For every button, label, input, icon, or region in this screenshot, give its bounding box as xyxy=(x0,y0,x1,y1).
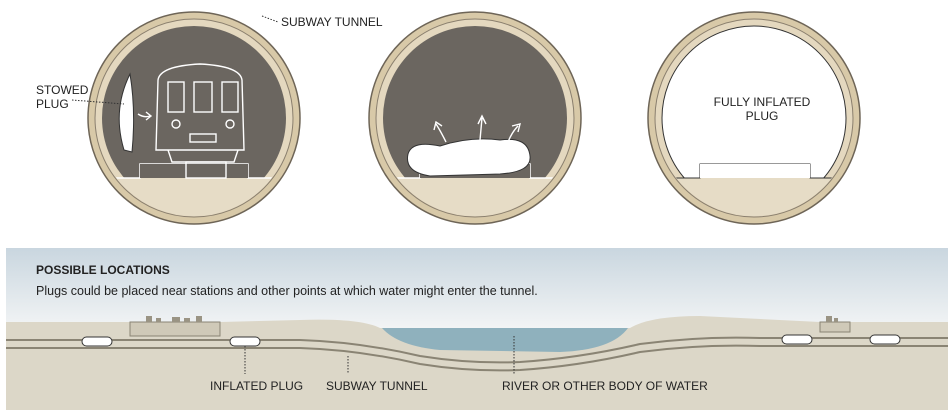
stowed-plug xyxy=(118,72,135,153)
inflating-plug xyxy=(406,138,531,177)
tunnel-cross-section-inflated xyxy=(647,11,861,225)
section-heading: POSSIBLE LOCATIONS xyxy=(36,263,170,277)
tunnel-cross-section-stowed xyxy=(71,11,301,225)
possible-locations-panel xyxy=(6,248,948,410)
subway-tunnel-top-label: SUBWAY TUNNEL xyxy=(281,15,383,29)
inflation-arrows-icon xyxy=(433,114,521,143)
inflated-plug-markers xyxy=(81,334,901,347)
subway-tunnel-profile xyxy=(6,336,948,364)
river xyxy=(382,328,628,352)
river-callout: RIVER OR OTHER BODY OF WATER xyxy=(502,379,708,393)
tunnel-cross-section-inflating xyxy=(368,11,582,225)
deploy-arrow-icon xyxy=(137,111,153,121)
inflated-plug-callout: INFLATED PLUG xyxy=(210,379,303,393)
fully-inflated-label-line1: FULLY INFLATED xyxy=(714,95,811,109)
subway-car xyxy=(155,63,245,179)
stowed-plug-label-line2: PLUG xyxy=(36,97,69,111)
subway-tunnel-callout: SUBWAY TUNNEL xyxy=(326,379,428,393)
fully-inflated-label-line2: PLUG xyxy=(746,109,779,123)
section-body: Plugs could be placed near stations and … xyxy=(36,284,538,298)
stowed-plug-label-line1: STOWED xyxy=(36,83,89,97)
